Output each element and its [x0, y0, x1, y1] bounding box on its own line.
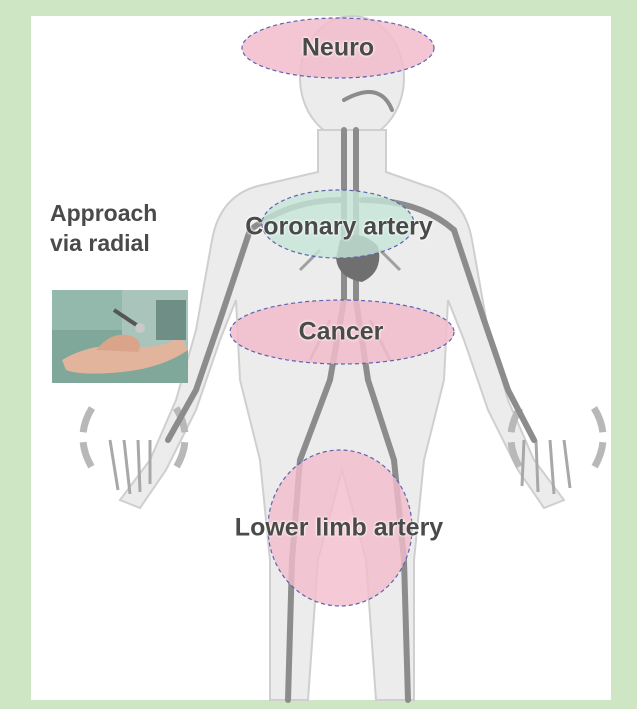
approach-text: Approach via radial — [50, 198, 157, 258]
neuro-label: Neuro — [302, 34, 374, 63]
coronary-artery-label: Coronary artery — [245, 213, 433, 242]
radial-approach-photo — [52, 290, 188, 383]
cancer-label: Cancer — [299, 318, 384, 347]
approach-line-2: via radial — [50, 228, 157, 258]
lower-limb-artery-label: Lower limb artery — [235, 514, 443, 543]
approach-line-1: Approach — [50, 198, 157, 228]
